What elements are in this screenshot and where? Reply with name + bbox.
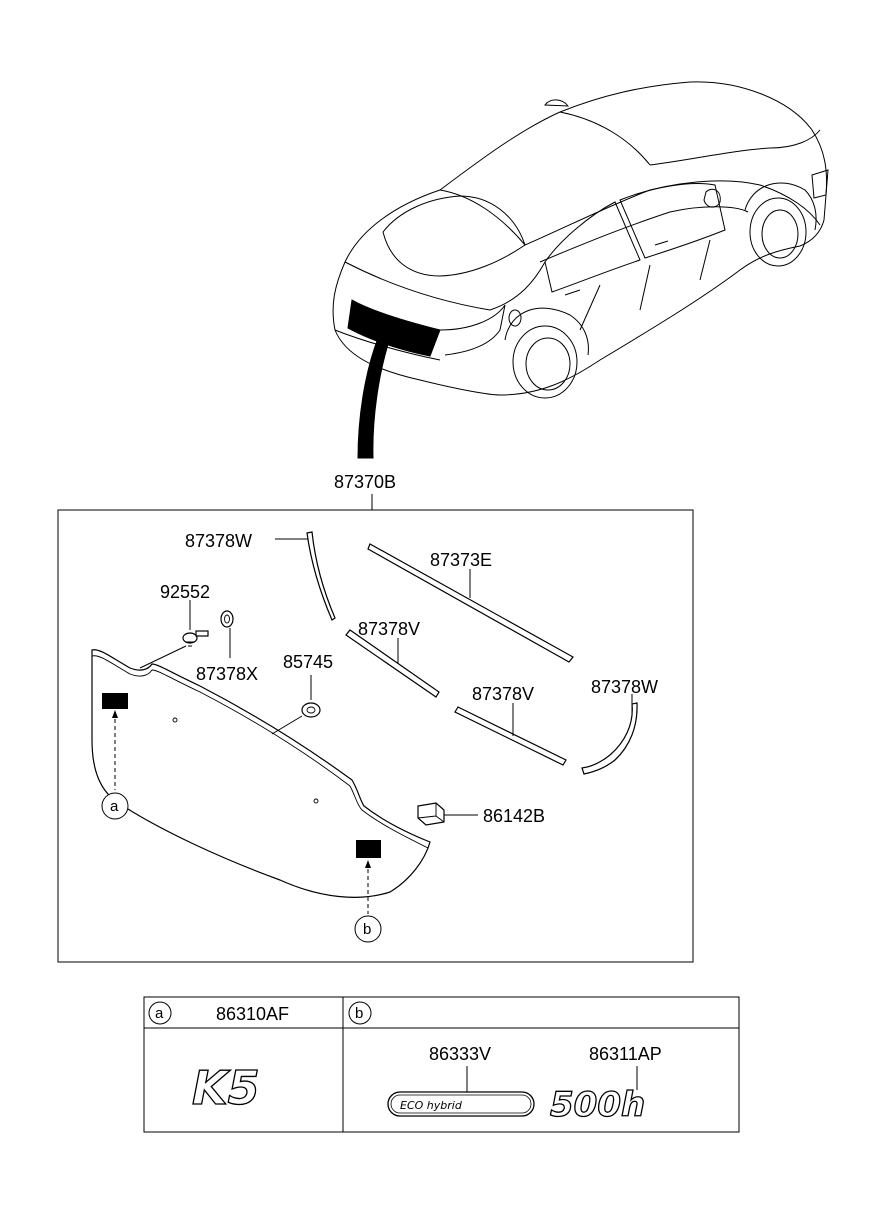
table-part-86310AF: 86310AF: [216, 1004, 289, 1024]
assembly-label: 87370B: [334, 472, 396, 492]
table-part-86333V: 86333V: [429, 1044, 491, 1064]
grommet: [301, 702, 321, 718]
connector: [417, 802, 445, 826]
eco-hybrid-emblem: ECO hybrid: [387, 1091, 535, 1117]
part-label-87378V-left: 87378V: [358, 619, 420, 639]
rear-garnish-panel: [91, 649, 431, 898]
clip-washer: [220, 610, 234, 628]
part-label-86142B: 86142B: [483, 806, 545, 826]
callout-b: [354, 915, 382, 943]
leader-arrow: [357, 337, 391, 459]
callout-b-label: b: [363, 921, 371, 938]
table-part-86311AP: 86311AP: [589, 1044, 662, 1064]
bolt: [182, 630, 209, 647]
part-label-85745: 85745: [283, 652, 333, 672]
callout-a: [101, 792, 129, 820]
table-key-a: a: [155, 1005, 164, 1022]
part-label-87373E: 87373E: [430, 550, 492, 570]
part-label-87378V-right: 87378V: [472, 684, 534, 704]
car-illustration: [332, 81, 829, 399]
table-key-b: b: [355, 1005, 363, 1022]
emblem-table: a 86310AF b K5 86333V ECO hybrid 86311AP…: [143, 996, 740, 1133]
part-label-87378W-right: 87378W: [591, 677, 658, 697]
part-label-87378X: 87378X: [196, 664, 258, 684]
part-label-92552: 92552: [160, 582, 210, 602]
500h-emblem: 500h: [550, 1085, 645, 1125]
assembly-frame: [57, 509, 694, 963]
eco-hybrid-text: ECO hybrid: [400, 1099, 463, 1112]
callout-a-label: a: [110, 798, 119, 815]
part-label-87378W-left: 87378W: [185, 531, 252, 551]
k5-emblem: K5: [192, 1061, 260, 1115]
